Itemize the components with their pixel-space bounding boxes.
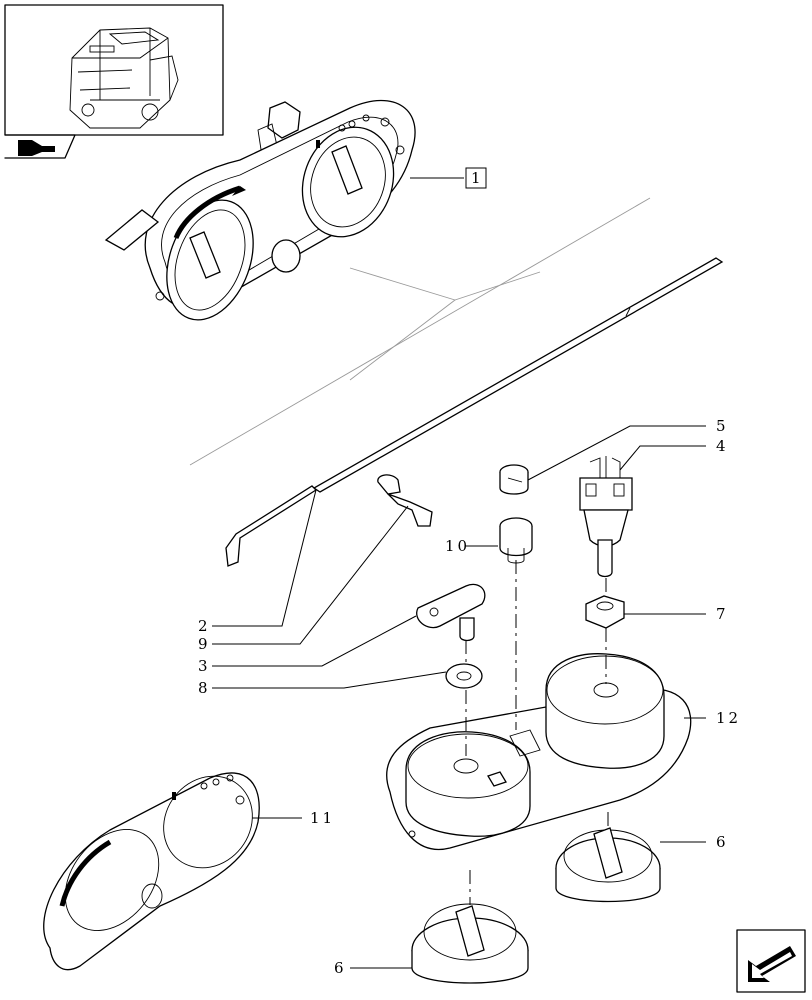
cap [499, 464, 529, 495]
callout-11: 11 [310, 809, 335, 827]
base-housing [386, 653, 692, 851]
leader-lines [212, 177, 706, 969]
knob-right [555, 827, 661, 903]
clip [377, 474, 433, 527]
control-rod [225, 257, 724, 567]
callout-6-left: 6 [334, 959, 347, 977]
callout-4: 4 [716, 437, 729, 455]
washer [445, 663, 483, 689]
phantom-outline [189, 197, 651, 466]
callout-12: 12 [716, 709, 741, 727]
lever-arm [416, 583, 486, 642]
alignment-lines [465, 560, 609, 905]
switch [579, 456, 633, 578]
callout-8: 8 [198, 679, 211, 697]
knob-left [411, 903, 529, 984]
tractor-cab-icon [69, 27, 179, 129]
callout-6-right: 6 [716, 833, 729, 851]
knob-cap [499, 517, 533, 564]
control-panel-assembly [104, 99, 416, 321]
callout-1-text: 1 [471, 169, 484, 187]
location-thumbnail [4, 4, 224, 159]
callout-9: 9 [198, 635, 211, 653]
callout-1: 1 [465, 167, 487, 189]
nut [585, 595, 625, 629]
front-plate [43, 772, 260, 971]
callout-5: 5 [716, 417, 729, 435]
callout-7: 7 [716, 605, 729, 623]
next-page-arrow-icon[interactable] [736, 929, 806, 993]
callout-3: 3 [198, 657, 211, 675]
callout-2: 2 [198, 617, 211, 635]
callout-10: 10 [445, 537, 470, 555]
book-arrow-icon[interactable] [4, 134, 76, 159]
